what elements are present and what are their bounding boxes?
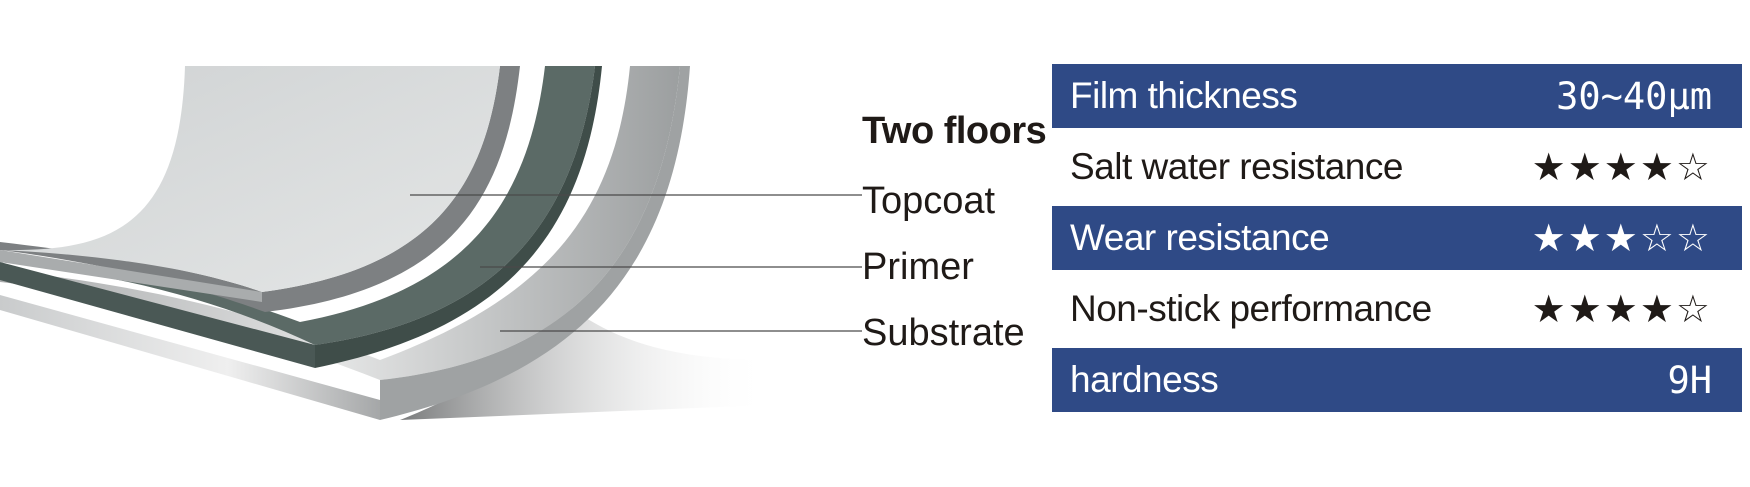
topcoat-layer xyxy=(0,66,500,292)
spec-value: 30~40μm xyxy=(1556,74,1712,118)
label-substrate: Substrate xyxy=(862,312,1025,354)
diagram-title: Two floors xyxy=(862,110,1047,152)
spec-row-hardness: hardness 9H xyxy=(1052,348,1742,412)
spec-name: hardness xyxy=(1070,359,1219,400)
primer-layer-edge xyxy=(315,66,602,368)
diagram-shadow xyxy=(400,300,770,420)
spec-name: Wear resistance xyxy=(1070,217,1330,258)
spec-row-film-thickness: Film thickness 30~40μm xyxy=(1052,64,1742,128)
primer-layer xyxy=(0,66,595,345)
spec-value: 9H xyxy=(1667,358,1712,402)
spec-name: Film thickness xyxy=(1070,75,1298,116)
spec-name: Non-stick performance xyxy=(1070,288,1432,329)
label-topcoat: Topcoat xyxy=(862,180,996,222)
star-rating: ★★★☆☆ xyxy=(1531,216,1712,260)
spec-row-wear-resistance: Wear resistance ★★★☆☆ xyxy=(1052,206,1742,270)
star-rating: ★★★★☆ xyxy=(1531,287,1712,331)
spec-table: Film thickness 30~40μm Salt water resist… xyxy=(1052,64,1742,419)
substrate-front xyxy=(380,66,690,420)
substrate-layer xyxy=(0,295,380,420)
primer-layer-front xyxy=(0,262,315,368)
substrate-layer-top xyxy=(0,66,680,380)
spec-name: Salt water resistance xyxy=(1070,146,1403,187)
spec-row-salt-water-resistance: Salt water resistance ★★★★☆ xyxy=(1052,135,1742,199)
star-rating: ★★★★☆ xyxy=(1531,145,1712,189)
topcoat-front xyxy=(0,250,262,302)
spec-row-non-stick-performance: Non-stick performance ★★★★☆ xyxy=(1052,277,1742,341)
label-primer: Primer xyxy=(862,246,974,288)
